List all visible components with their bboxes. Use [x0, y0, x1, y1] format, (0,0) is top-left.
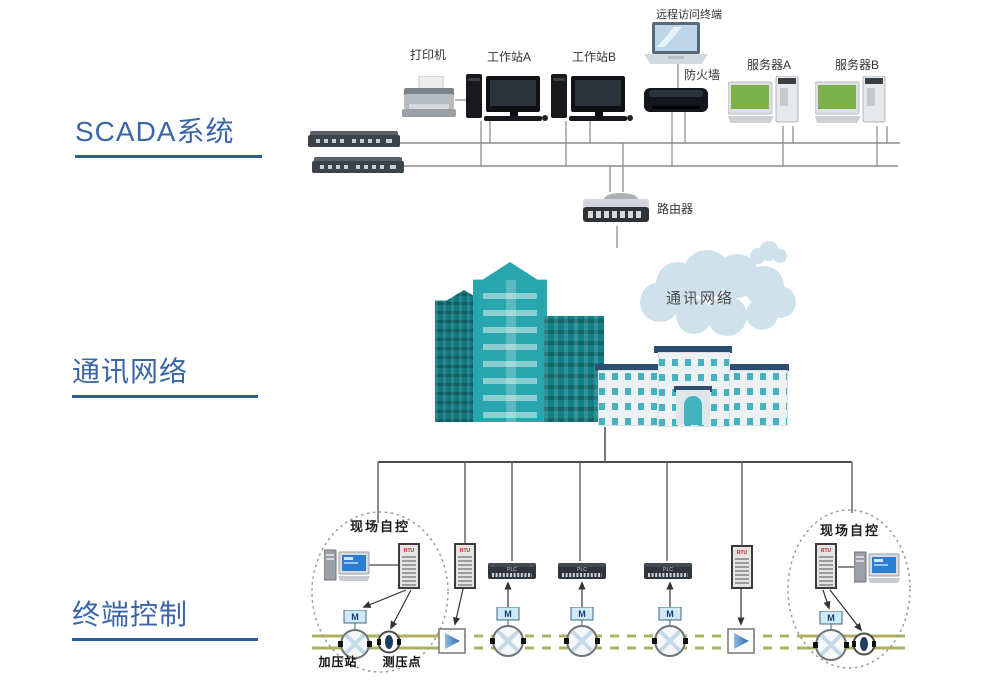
- section-underline-scada: [75, 155, 262, 158]
- remote-terminal-label: 远程访问终端: [656, 9, 722, 21]
- workstation-icon: [466, 72, 548, 122]
- rtu-cabinet-icon: RTU: [815, 543, 837, 589]
- svg-text:M: M: [351, 612, 359, 622]
- section-label-terminal: 终端控制: [72, 599, 189, 630]
- network-switch-icon: [308, 130, 400, 148]
- section-label-network: 通讯网络: [72, 356, 189, 387]
- printer-label: 打印机: [409, 48, 446, 62]
- building-door-icon: [684, 396, 702, 425]
- field-control-right-label: 现场自控: [819, 523, 880, 538]
- field-control-left-label: 现场自控: [349, 519, 410, 534]
- rtu-cabinet-icon: RTU: [454, 543, 476, 589]
- pump-motor-icon: M: [813, 611, 849, 663]
- pump-motor-icon: M: [337, 610, 373, 662]
- router-label: 路由器: [656, 202, 693, 216]
- svg-text:M: M: [827, 613, 835, 623]
- printer-icon: [400, 76, 458, 120]
- building-tower-tall-icon: [473, 262, 547, 422]
- pressure-sensor-icon: [852, 632, 876, 656]
- svg-text:PLC: PLC: [507, 567, 517, 573]
- pump-motor-icon: M: [652, 607, 688, 659]
- building-tower-right-icon: [544, 316, 604, 422]
- firewall-icon: [644, 84, 708, 114]
- building-roof: [717, 364, 789, 371]
- svg-text:RTU: RTU: [737, 550, 748, 556]
- plc-module-icon: PLC: [488, 561, 536, 581]
- valve-icon: [438, 628, 466, 654]
- pressure-point-label: 测压点: [382, 655, 422, 669]
- pump-motor-icon: M: [564, 607, 600, 659]
- svg-text:RTU: RTU: [821, 548, 832, 554]
- field-pc-icon: [854, 548, 902, 588]
- svg-text:RTU: RTU: [404, 548, 415, 554]
- workstation-a-label: 工作站A: [486, 50, 531, 64]
- pressure-sensor-icon: [377, 630, 401, 654]
- svg-text:M: M: [504, 609, 512, 619]
- plc-module-icon: PLC: [644, 561, 692, 581]
- valve-icon: [727, 628, 755, 654]
- section-label-scada: SCADA系统: [75, 116, 235, 147]
- cloud-icon: [612, 240, 812, 340]
- svg-text:PLC: PLC: [663, 567, 673, 573]
- firewall-label: 防火墙: [683, 68, 720, 82]
- pump-motor-icon: M: [490, 607, 526, 659]
- cloud-network-label: 通讯网络: [665, 290, 734, 307]
- svg-text:M: M: [578, 609, 586, 619]
- server-icon: [815, 76, 889, 128]
- building-wing-left-icon: [598, 370, 666, 426]
- plc-module-icon: PLC: [558, 561, 606, 581]
- network-switch-icon: [312, 156, 404, 174]
- server-icon: [728, 76, 802, 128]
- svg-text:PLC: PLC: [577, 567, 587, 573]
- workstation-b-label: 工作站B: [571, 50, 616, 64]
- field-pc-icon: [324, 546, 372, 586]
- router-icon: [583, 190, 651, 226]
- workstation-icon: [551, 72, 633, 122]
- laptop-icon: [644, 22, 708, 66]
- section-underline-network: [72, 395, 258, 398]
- rtu-cabinet-icon: RTU: [731, 545, 753, 589]
- pressure-station-label: 加压站: [318, 655, 358, 669]
- section-underline-terminal: [72, 638, 258, 641]
- svg-text:RTU: RTU: [460, 548, 471, 554]
- building-roof: [654, 346, 732, 353]
- svg-text:M: M: [666, 609, 674, 619]
- rtu-cabinet-icon: RTU: [398, 543, 420, 589]
- server-b-label: 服务器B: [834, 58, 879, 72]
- server-a-label: 服务器A: [746, 58, 791, 72]
- building-door-header: [674, 386, 712, 392]
- building-wing-right-icon: [720, 370, 788, 426]
- building-roof: [595, 364, 667, 371]
